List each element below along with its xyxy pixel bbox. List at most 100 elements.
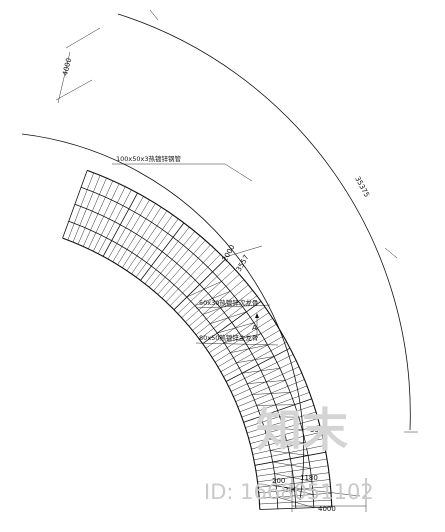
walkway-brace [217,322,254,334]
walkway-crossmember [153,235,201,291]
walkway-crossmember [259,492,332,499]
walkway-brace [256,404,295,406]
walkway-crossmember [202,300,262,345]
walkway-crossmember [245,405,314,428]
walkway-rail [74,203,297,509]
walkway-brace [247,380,286,384]
walkway-crossmember [126,210,168,271]
walkway-crossmember [258,486,331,494]
callout-primary-beam: 80x50热镀锌主龙骨 [199,333,258,342]
outer-dimension-arc [117,13,411,431]
walkway-crossmember [88,183,120,249]
walkway-crossmember [144,226,190,284]
walkway-brace [274,473,312,482]
callout-secondary-beam: 50x30热镀锌次龙骨 [199,298,258,307]
walkway-crossmember [117,203,156,265]
dim-line-width-top [57,51,71,104]
dim-bottom-offset-1: 200 [272,477,285,485]
walkway-crossmember [173,259,226,310]
walkway-crossmember [225,347,291,382]
inner-reference-arc [21,133,305,501]
dim-tick-outer-2 [384,247,398,259]
walkway-crossmember [112,199,150,262]
walkway-brace [194,291,231,306]
walkway-crossmember [62,170,88,239]
leader-secondary-beam [195,304,271,309]
walkway-crossmember [211,318,273,358]
walkway-brace [252,392,291,395]
walkway-crossmember [237,379,305,407]
walkway-crossmember [131,214,173,275]
walkway-crossmember [258,479,330,488]
walkway-crossmember [228,354,294,387]
walkway-brace [267,438,306,443]
walkway-brace [210,311,247,324]
walkway-rail [80,186,315,508]
walkway-brace [186,281,222,298]
walkway-crossmember [185,274,240,323]
dim-radial-line [221,245,263,259]
walkway-crossmember [188,279,245,327]
dim-bottom-offset-3: 200 [284,486,297,494]
dim-tick-outer-1 [149,9,159,21]
dim-arc-outer: 35375 [353,175,371,198]
walkway-crossmember [67,172,94,241]
callout-main-beam: 100x50x3热镀锌钢管 [116,154,182,163]
walkway-crossmember [243,398,312,423]
walkway-crossmember [214,324,277,363]
dim-ext-top-2 [55,79,93,101]
dim-width-top: 4000 [61,57,73,76]
walkway-crossmember [98,189,132,254]
walkway-brace [272,461,311,469]
walkway-crossmember [192,284,249,331]
walkway-brace [202,301,239,315]
walkway-crossmember [248,418,318,439]
walkway-crossmember [217,329,281,368]
walkway-crossmember [223,341,287,377]
walkway-crossmember [255,458,328,472]
watermark-id: ID: 1668051102 [204,480,374,504]
walkway-crossmember [72,175,101,243]
dim-bottom-offset-2: 1180 [300,474,318,482]
walkway-crossmember [220,335,284,372]
walkway-crossmember [195,290,253,335]
section-mark-label: A [252,324,257,332]
walkway-edge-inner [62,237,261,510]
walkway-structure [62,169,333,510]
walkway-crossmember [233,366,300,397]
dim-ext-top-1 [65,27,101,49]
walkway-crossmember [251,431,322,450]
walkway-crossmember [241,392,310,418]
walkway-crossmember [205,306,266,349]
walkway-crossmember [208,312,270,353]
watermark-logo: 知末 [256,403,348,457]
leader-main-beam-tail [224,163,253,182]
walkway-crossmember [254,451,326,466]
walkway-crossmember [247,411,317,434]
walkway-crossmember [122,206,162,268]
walkway-crossmember [161,244,211,299]
walkway-crossmember [257,472,330,483]
walkway-crossmember [199,295,257,340]
walkway-brace [264,427,303,431]
walkway-crossmember [235,372,302,402]
walkway-crossmember [82,180,114,247]
walkway-crossmember [259,499,332,505]
dim-bottom-line [257,483,361,497]
walkway-crossmember [177,264,231,314]
walkway-crossmember [253,445,325,461]
dim-bottom-small: 350 [310,426,323,434]
walkway-crossmember [157,240,206,295]
walkway-crossmember [135,218,179,278]
walkway-crossmember [181,269,235,318]
walkway-crossmember [140,222,185,281]
walkway-crossmember [259,506,332,510]
walkway-crossmember [252,438,324,455]
walkway-brace [223,333,262,344]
walkway-brace [260,416,299,418]
leader-primary-beam [195,342,279,346]
dim-bottom-total: 4000 [318,505,336,513]
walkway-crossmember [102,192,138,257]
walkway-crossmember [169,254,221,306]
